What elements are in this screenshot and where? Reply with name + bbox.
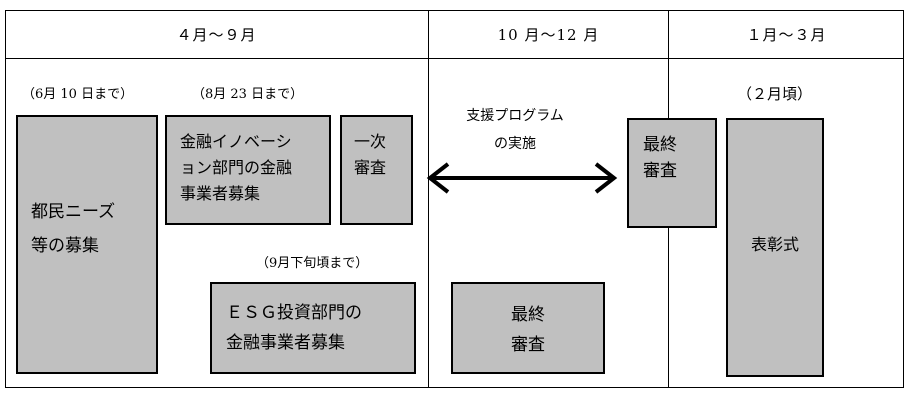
saishu-shinsa-mid-line2: 審査 xyxy=(511,335,545,355)
esg-investment-box: ＥＳＧ投資部門の 金融事業者募集 xyxy=(210,282,416,374)
tomin-needs-line1: 都民ニーズ xyxy=(31,202,116,222)
saishu-shinsa-mid-line1: 最終 xyxy=(511,305,545,325)
schedule-table-frame xyxy=(5,10,904,388)
kinyu-innovation-line2: ョン部門の金融 xyxy=(180,158,293,177)
deadline-note-jun10: （6月 10 日まで） xyxy=(22,87,134,102)
saishu-shinsa-right-line1: 最終 xyxy=(643,135,677,155)
saishu-shinsa-right-line2: 審査 xyxy=(643,161,677,181)
header-oct-dec: 10 月～12 月 xyxy=(497,25,600,44)
saishu-shinsa-mid-box: 最終 審査 xyxy=(451,282,605,374)
support-program-line2: の実施 xyxy=(494,136,536,152)
kinyu-innovation-line3: 事業者募集 xyxy=(180,184,261,203)
deadline-note-late-sep: （9月下旬頃まで） xyxy=(256,256,369,271)
ichiji-shinsa-line1: 一次 xyxy=(354,132,387,151)
deadline-note-feb: （２月頃） xyxy=(737,85,813,103)
tomin-needs-box: 都民ニーズ 等の募集 xyxy=(16,115,158,374)
esg-investment-line2: 金融事業者募集 xyxy=(226,333,345,353)
double-arrow-icon xyxy=(426,162,618,194)
kinyu-innovation-line1: 金融イノベーシ xyxy=(180,132,292,151)
header-divider xyxy=(5,58,904,59)
ichiji-shinsa-box: 一次 審査 xyxy=(340,115,413,225)
saishu-shinsa-right-box: 最終 審査 xyxy=(627,118,717,228)
header-apr-sep: ４月～９月 xyxy=(176,25,257,44)
deadline-note-aug23: （8月 23 日まで） xyxy=(192,87,304,102)
support-program-line1: 支援プログラム xyxy=(466,108,564,124)
kinyu-innovation-box: 金融イノベーシ ョン部門の金融 事業者募集 xyxy=(165,115,331,225)
tomin-needs-line2: 等の募集 xyxy=(31,236,99,256)
header-jan-mar: １月～３月 xyxy=(746,25,827,44)
column-divider-1 xyxy=(428,10,429,388)
esg-investment-line1: ＥＳＧ投資部門の xyxy=(226,303,362,323)
hyoshoshiki-label: 表彰式 xyxy=(750,235,799,254)
hyoshoshiki-box: 表彰式 xyxy=(726,118,824,377)
support-program-label: 支援プログラム の実施 xyxy=(440,102,590,158)
ichiji-shinsa-line2: 審査 xyxy=(354,158,387,177)
